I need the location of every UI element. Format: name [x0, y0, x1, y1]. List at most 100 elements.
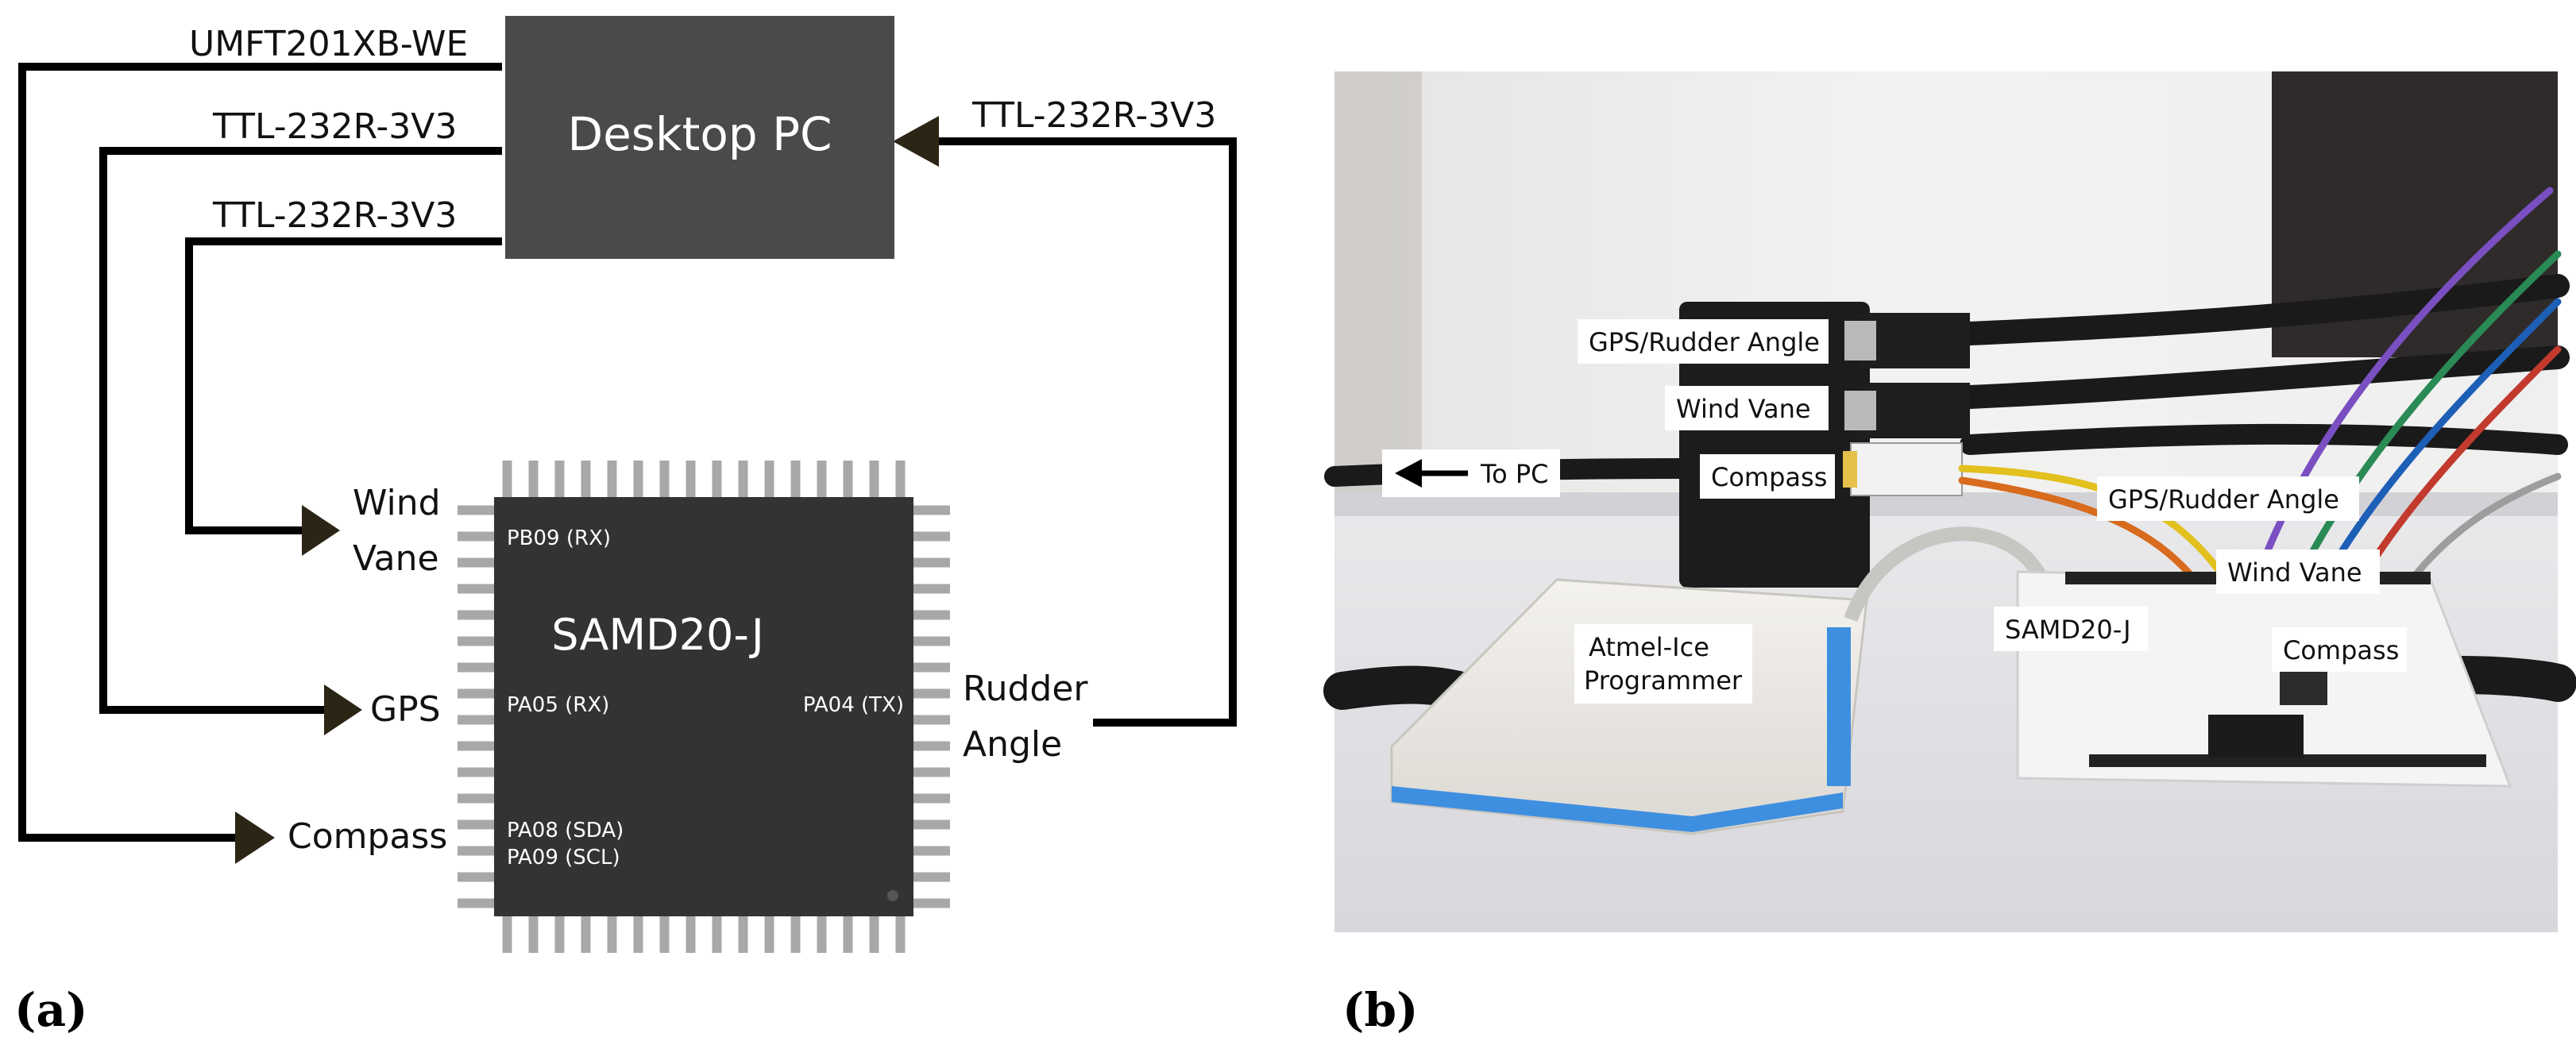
chip-pin — [659, 916, 670, 953]
pin-pa09-label: PA09 (SCL) — [507, 846, 620, 869]
photo-atmel-side-blue — [1827, 627, 1851, 786]
ttl-cable-label-1: TTL-232R-3V3 — [212, 106, 457, 147]
chip-pin — [528, 916, 539, 953]
chip-pin — [458, 793, 494, 804]
chip-pin — [913, 715, 950, 725]
chip-pin — [458, 688, 494, 699]
wind-wire-label-bg — [2216, 549, 2380, 594]
ttl-gps-cable-line — [99, 147, 502, 714]
pin-pa05-label: PA05 (RX) — [507, 693, 609, 717]
samd20j-chip: SAMD20-J PB09 (RX) PA05 (RX) PA04 (TX) P… — [458, 461, 950, 953]
gps-rudder-usb-label: GPS/Rudder Angle — [1589, 327, 1820, 357]
chip-pin — [790, 916, 801, 953]
photo-wall-shadow — [1334, 71, 1422, 500]
chip-pins-top — [502, 461, 906, 497]
samd-label-bg — [1994, 607, 2148, 651]
atmel-label-line2: Programmer — [1584, 665, 1743, 696]
chip-pin — [913, 688, 950, 699]
chip-pin — [581, 916, 591, 953]
wind-usb-label: Wind Vane — [1676, 394, 1811, 424]
chip-pin — [633, 461, 643, 497]
chip-pin — [764, 916, 774, 953]
compass-arrow-icon — [235, 812, 275, 864]
chip-pin — [913, 819, 950, 830]
chip-pin — [869, 461, 879, 497]
atmel-label-line1: Atmel-Ice — [1589, 632, 1709, 662]
photo-compass-adapter — [1850, 442, 1963, 496]
ttl-cable-label-2: TTL-232R-3V3 — [212, 195, 457, 236]
compass-label: Compass — [288, 816, 447, 857]
photo-board-chip — [2280, 665, 2327, 705]
gps-rudder-wire-label: GPS/Rudder Angle — [2108, 484, 2339, 515]
chip-pin — [895, 461, 906, 497]
chip-pin — [458, 662, 494, 673]
samd-label: SAMD20-J — [2005, 615, 2131, 645]
chip-pin — [458, 531, 494, 542]
chip-pin — [843, 916, 853, 953]
pin-pb09-label: PB09 (RX) — [507, 526, 611, 550]
chip-pin — [554, 461, 565, 497]
desktop-pc-label: Desktop PC — [567, 107, 832, 161]
chip-pin — [686, 916, 696, 953]
chip-pin — [607, 916, 617, 953]
chip-pin — [712, 916, 722, 953]
desktop-pc-box — [505, 16, 894, 259]
chip-pin — [458, 610, 494, 620]
chip-pin — [581, 461, 591, 497]
chip-pin — [764, 461, 774, 497]
chip-pin — [913, 767, 950, 777]
chip-pin — [913, 636, 950, 646]
chip-label: SAMD20-J — [551, 610, 764, 660]
chip-pin — [458, 898, 494, 908]
chip-pin — [607, 461, 617, 497]
chip-pins-bottom — [502, 916, 906, 953]
ttl-wind-cable-line — [185, 237, 502, 534]
wind-usb-label-bg — [1665, 386, 1829, 430]
pin-pa04-label: PA04 (TX) — [803, 693, 904, 717]
wind-vane-label-line2: Vane — [353, 538, 439, 579]
chip-pin — [528, 461, 539, 497]
compass-wire-label-bg — [2272, 627, 2407, 672]
rudder-angle-label-line1: Rudder — [963, 669, 1088, 709]
arrowheads — [235, 116, 939, 864]
to-pc-label: To PC — [1480, 459, 1549, 489]
chip-pin — [913, 793, 950, 804]
chip-pin — [913, 872, 950, 882]
chip-pin — [458, 636, 494, 646]
chip-pin — [458, 819, 494, 830]
chip-pins-right — [913, 505, 950, 908]
ttl-rudder-cable-line — [931, 137, 1237, 727]
chip-pin — [554, 916, 565, 953]
chip-pin — [913, 584, 950, 594]
photo-usb-hub — [1679, 302, 1870, 588]
compass-usb-label: Compass — [1711, 462, 1827, 492]
chip-pin — [659, 461, 670, 497]
panel-a-caption: (a) — [14, 983, 87, 1037]
chip-pin — [458, 741, 494, 751]
chip-pin — [817, 461, 827, 497]
panel-b-photo: GPS/Rudder Angle Wind Vane Compass To PC… — [1323, 71, 2576, 1037]
chip-pin — [458, 846, 494, 856]
chip-pin1-marker — [887, 890, 898, 901]
chip-pin — [458, 557, 494, 568]
chip-pin — [458, 767, 494, 777]
rudder-angle-label-line2: Angle — [963, 724, 1062, 765]
wind-wire-label: Wind Vane — [2227, 557, 2362, 588]
photo-label-boxes: GPS/Rudder Angle Wind Vane Compass To PC… — [1382, 319, 2407, 704]
photo-compass-adapter-pins — [1843, 451, 1857, 488]
photo-usb-plug-1-metal — [1844, 321, 1876, 360]
to-pc-arrow-icon — [1395, 459, 1422, 488]
chip-pin — [458, 715, 494, 725]
connection-lines — [18, 63, 1237, 842]
chip-pin — [843, 461, 853, 497]
photo-board-header-bottom — [2089, 754, 2486, 767]
chip-pin — [738, 461, 748, 497]
chip-pin — [913, 662, 950, 673]
compass-usb-label-bg — [1700, 454, 1835, 499]
panel-a-diagram: UMFT201XB-WE TTL-232R-3V3 TTL-232R-3V3 T… — [14, 16, 1237, 1037]
chip-pin — [913, 531, 950, 542]
gps-rudder-usb-label-bg — [1578, 319, 1829, 364]
chip-pin — [738, 916, 748, 953]
chip-pin — [458, 872, 494, 882]
